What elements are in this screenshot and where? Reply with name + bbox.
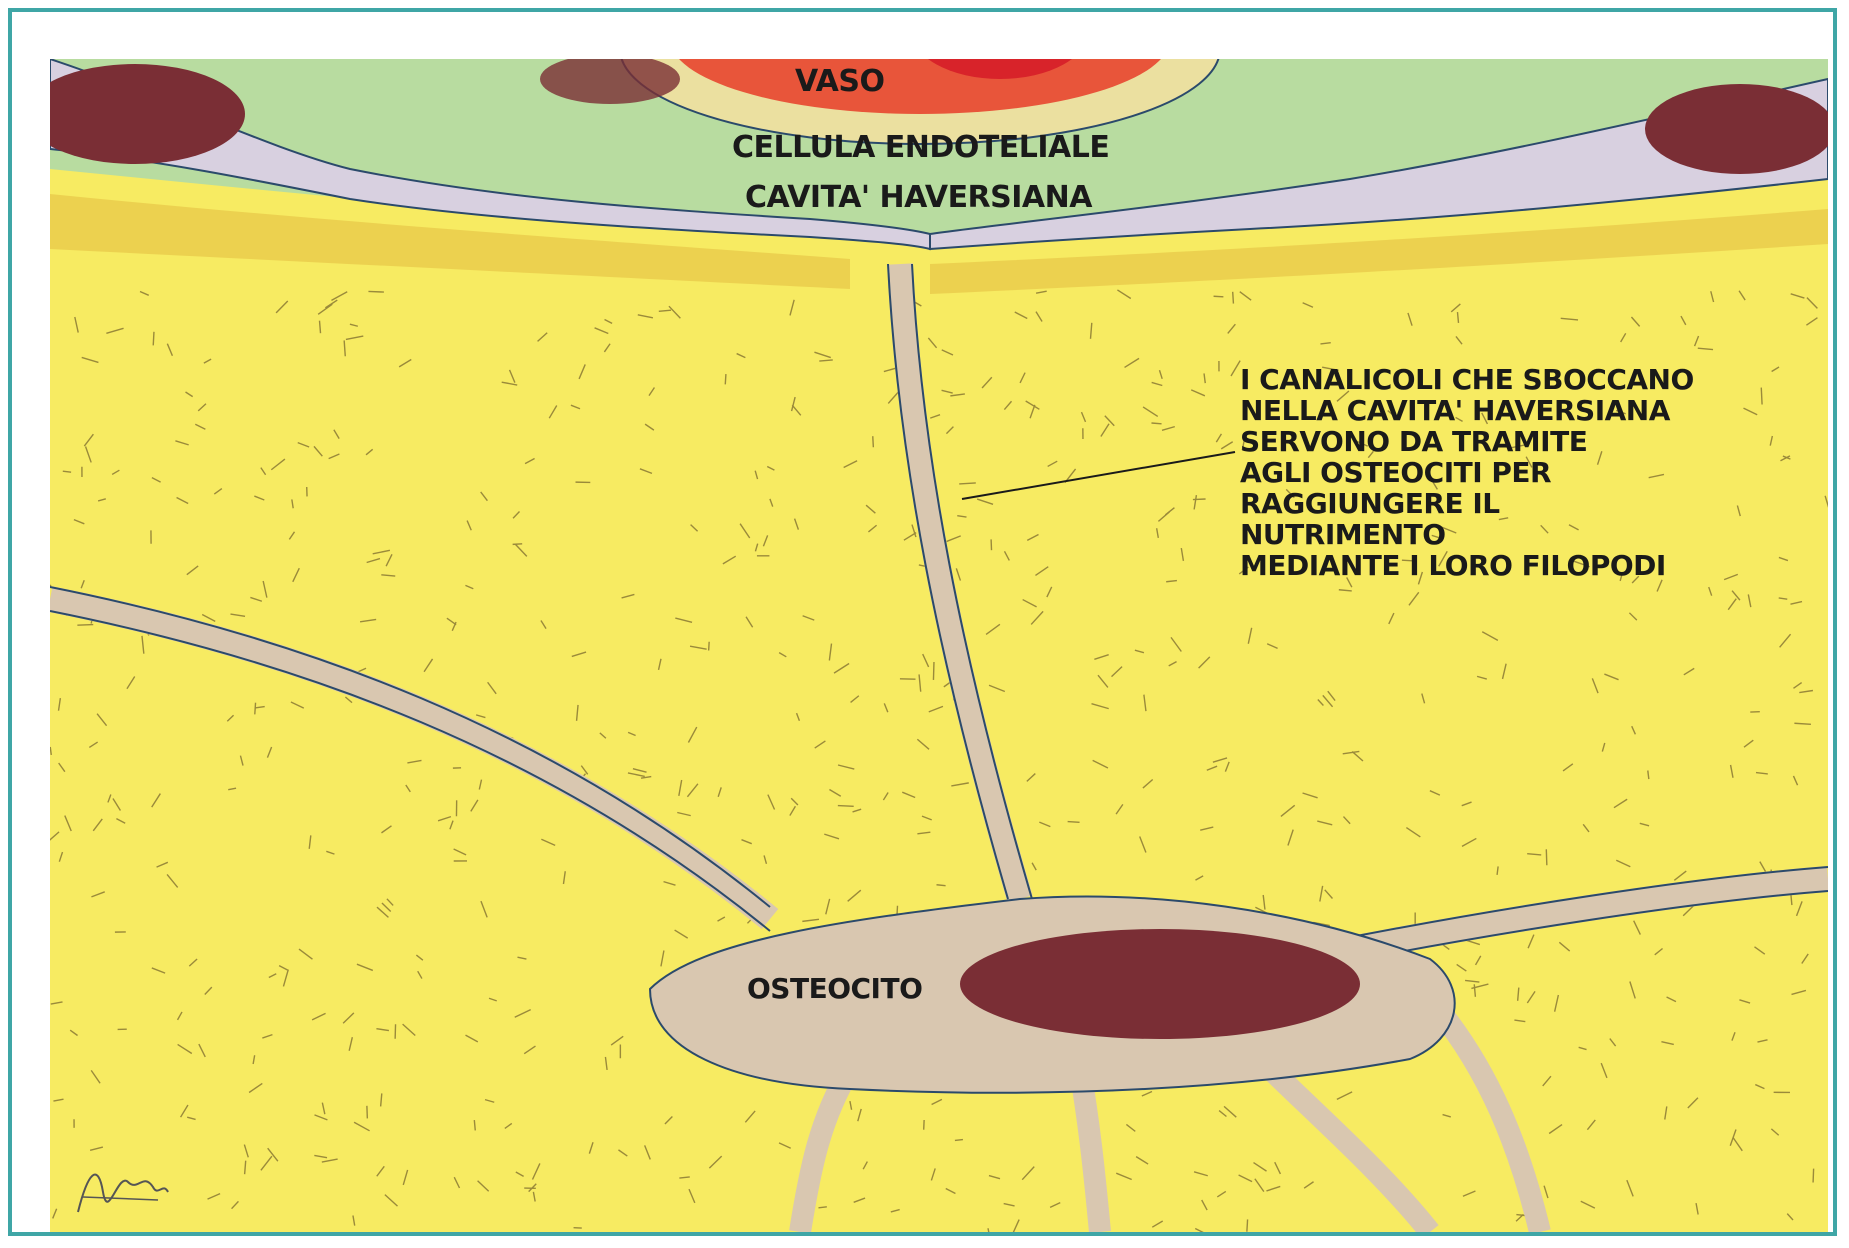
annotation-line: MEDIANTE I LORO FILOPODI <box>1240 550 1694 581</box>
annotation-line: I CANALICOLI CHE SBOCCANO <box>1240 364 1694 395</box>
vessel-label: VASO <box>795 64 885 99</box>
annotation-line: SERVONO DA TRAMITE <box>1240 426 1694 457</box>
diagram-frame: VASO CELLULA ENDOTELIALE CAVITA' HAVERSI… <box>8 8 1837 1236</box>
bone-illustration <box>50 59 1828 1232</box>
annotation-line: NUTRIMENTO <box>1240 519 1694 550</box>
endothelial-nucleus <box>1645 84 1828 174</box>
osteocyte-label: OSTEOCITO <box>747 972 922 1005</box>
canaliculi-annotation: I CANALICOLI CHE SBOCCANO NELLA CAVITA' … <box>1240 364 1694 581</box>
osteocyte-nucleus <box>960 929 1360 1039</box>
signature <box>68 1152 178 1232</box>
endothelial-cell-label: CELLULA ENDOTELIALE <box>732 130 1109 165</box>
annotation-line: RAGGIUNGERE IL <box>1240 488 1694 519</box>
annotation-line: NELLA CAVITA' HAVERSIANA <box>1240 395 1694 426</box>
haversian-cavity-label: CAVITA' HAVERSIANA <box>745 180 1092 215</box>
annotation-line: AGLI OSTEOCITI PER <box>1240 457 1694 488</box>
